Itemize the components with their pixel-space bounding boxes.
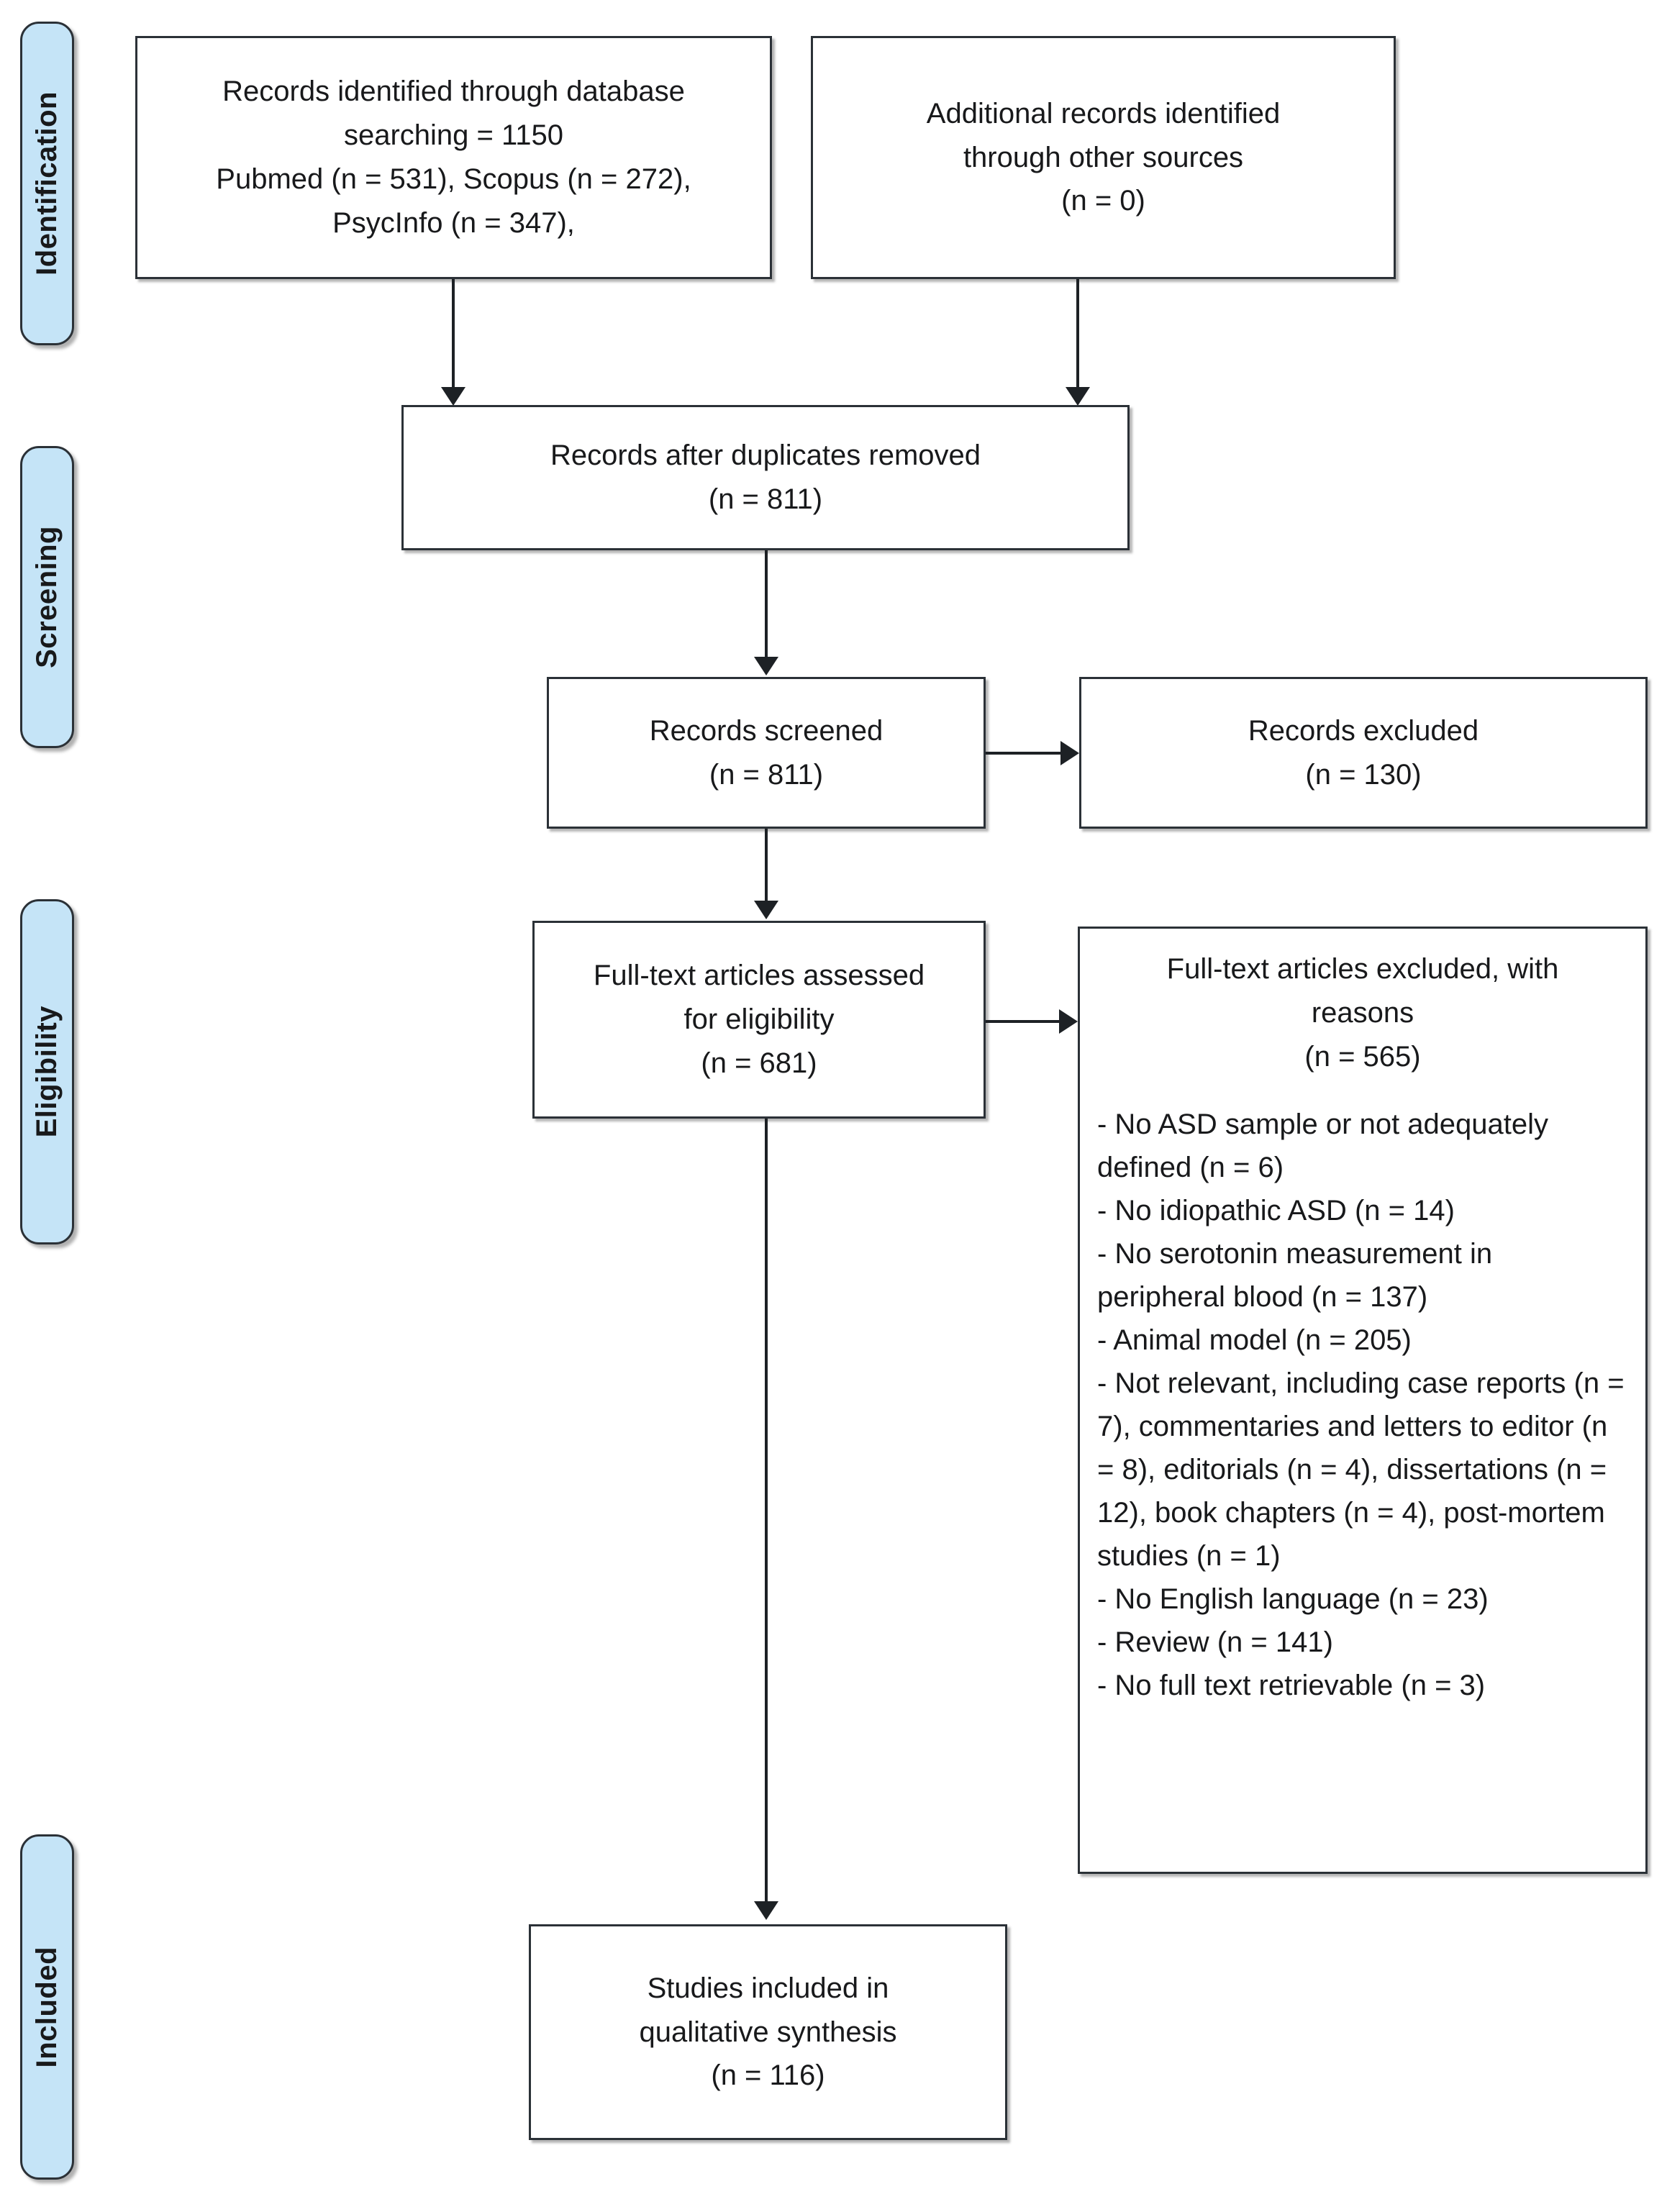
box-line: PsycInfo (n = 347), xyxy=(332,206,575,239)
box-line: for eligibility xyxy=(683,1003,835,1036)
stage-tab-included-label: Included xyxy=(31,1946,63,2068)
arrow-screened-to-excluded xyxy=(1060,741,1079,765)
box-line: Full-text articles excluded, with xyxy=(1166,953,1559,985)
box-records-screened: Records screened (n = 811) xyxy=(547,677,986,829)
stage-tab-screening: Screening xyxy=(20,446,74,748)
box-line: Records after duplicates removed xyxy=(550,440,981,472)
exclusion-reason: - No idiopathic ASD (n = 14) xyxy=(1097,1195,1455,1227)
box-line: qualitative synthesis xyxy=(639,2016,897,2048)
box-fulltext-assessed-eligibility: Full-text articles assessed for eligibil… xyxy=(532,921,986,1119)
box-line: (n = 811) xyxy=(709,758,824,791)
exclusion-reason-list: - No ASD sample or not adequately define… xyxy=(1097,1103,1628,1707)
box-studies-included-qualitative-synthesis: Studies included in qualitative synthesi… xyxy=(529,1924,1007,2140)
connector-database-to-duplicates xyxy=(452,279,455,388)
box-line: Pubmed (n = 531), Scopus (n = 272), xyxy=(216,163,691,195)
exclusion-reason: - No English language (n = 23) xyxy=(1097,1583,1489,1616)
stage-tab-eligibility-label: Eligibility xyxy=(31,1006,63,1138)
box-line: (n = 565) xyxy=(1304,1040,1421,1073)
exclusion-reason: - Animal model (n = 205) xyxy=(1097,1324,1412,1357)
box-records-after-duplicates-removed: Records after duplicates removed (n = 81… xyxy=(401,405,1130,550)
arrow-duplicates-to-screened xyxy=(754,657,778,675)
connector-screened-to-fulltext xyxy=(765,829,768,902)
connector-fulltext-to-excluded xyxy=(986,1020,1060,1023)
box-line: Records screened xyxy=(649,714,884,747)
exclusion-reason: - Not relevant, including case reports (… xyxy=(1097,1367,1625,1572)
stage-tab-identification: Identification xyxy=(20,22,74,345)
box-fulltext-excluded-with-reasons: Full-text articles excluded, with reason… xyxy=(1078,927,1648,1874)
arrow-fulltext-to-included xyxy=(754,1901,778,1920)
stage-tab-included: Included xyxy=(20,1834,74,2180)
connector-duplicates-to-screened xyxy=(765,550,768,658)
box-line: Full-text articles assessed xyxy=(593,960,925,992)
stage-tab-eligibility: Eligibility xyxy=(20,899,74,1244)
box-line: Studies included in xyxy=(647,1972,889,2004)
box-line: (n = 0) xyxy=(1061,185,1145,217)
box-additional-records-other-sources: Additional records identified through ot… xyxy=(811,36,1396,279)
arrow-database-to-duplicates xyxy=(441,387,465,406)
box-line: Records excluded xyxy=(1248,714,1479,747)
exclusion-reason: - Review (n = 141) xyxy=(1097,1626,1333,1659)
exclusion-reason: - No serotonin measurement in peripheral… xyxy=(1097,1238,1493,1314)
box-line: reasons xyxy=(1311,996,1414,1029)
box-line: searching = 1150 xyxy=(343,119,564,152)
connector-screened-to-excluded xyxy=(986,752,1062,755)
arrow-other-to-duplicates xyxy=(1066,387,1090,406)
connector-other-to-duplicates xyxy=(1076,279,1079,388)
connector-fulltext-to-included xyxy=(765,1119,768,1903)
box-line: (n = 130) xyxy=(1305,758,1422,791)
box-records-excluded: Records excluded (n = 130) xyxy=(1079,677,1648,829)
box-records-identified-database: Records identified through database sear… xyxy=(135,36,772,279)
box-line: Records identified through database xyxy=(222,76,685,108)
box-line: (n = 116) xyxy=(711,2059,825,2092)
arrow-screened-to-fulltext xyxy=(754,901,778,919)
box-line: (n = 681) xyxy=(701,1047,817,1079)
exclusion-reason: - No ASD sample or not adequately define… xyxy=(1097,1109,1549,1184)
box-line: (n = 811) xyxy=(708,483,823,515)
exclusion-reason: - No full text retrievable (n = 3) xyxy=(1097,1670,1486,1702)
arrow-fulltext-to-excluded xyxy=(1059,1009,1078,1034)
box-line: through other sources xyxy=(963,141,1244,173)
stage-tab-identification-label: Identification xyxy=(31,91,63,276)
stage-tab-screening-label: Screening xyxy=(31,526,63,668)
box-line: Additional records identified xyxy=(926,97,1281,129)
